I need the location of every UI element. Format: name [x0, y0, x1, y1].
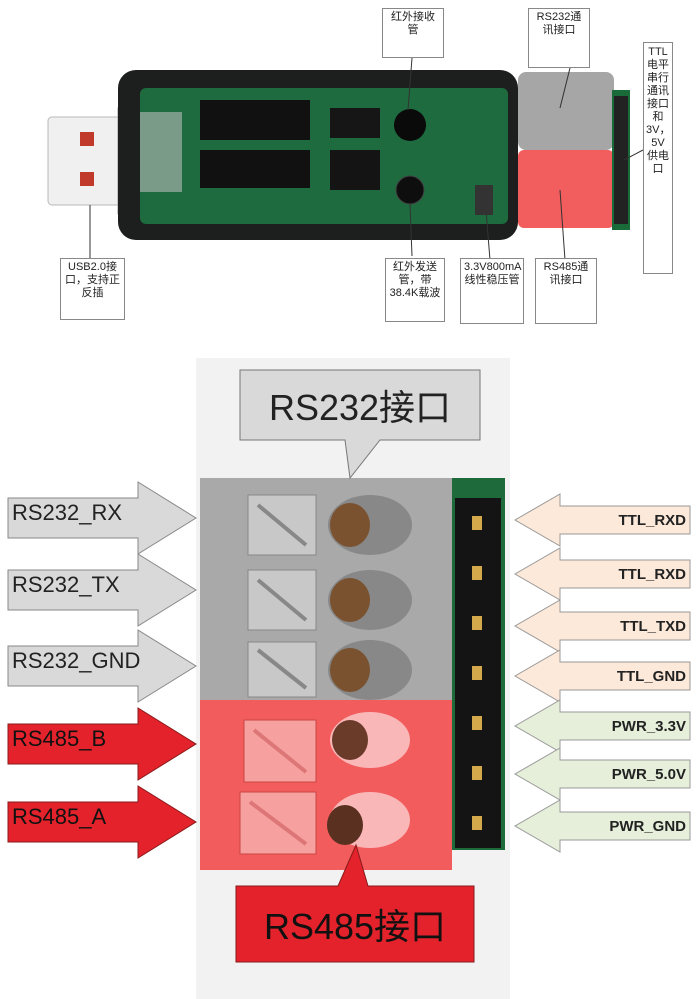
right-label-ttl-rxd-2: TTL_RXD: [618, 566, 687, 583]
rs485-terminal-block: [200, 700, 452, 870]
callout-lines: [89, 57, 644, 261]
ttl-port-label: TTL电平串行通讯接口和3V，5V供电口: [646, 46, 671, 175]
rs232-heading: RS232接口: [268, 387, 452, 428]
ttl-port-callout: TTL电平串行通讯接口和3V，5V供电口: [643, 42, 673, 274]
rs232-heading-bubble: [239, 369, 481, 480]
ir-transmitter-callout: 红外发送管，带38.4K载波: [385, 258, 445, 322]
regulator-callout: 3.3V800mA线性稳压管: [460, 258, 524, 324]
left-label-rs232-gnd: RS232_GND: [12, 648, 141, 673]
rs232-port-callout: RS232通讯接口: [528, 8, 590, 68]
left-label-rs232-rx: RS232_RX: [12, 500, 123, 525]
terminal-detail: [7, 358, 691, 999]
rs485-heading-bubble: [235, 843, 475, 963]
ir-receiver-callout: 红外接收管: [382, 8, 444, 58]
ir-receiver-label: 红外接收管: [391, 11, 435, 36]
left-arrows: [7, 481, 197, 859]
header-pins: [455, 498, 501, 848]
right-label-pwr-5v0: PWR_5.0V: [611, 766, 686, 783]
left-label-rs232-tx: RS232_TX: [12, 572, 120, 597]
regulator-label: 3.3V800mA线性稳压管: [464, 261, 522, 286]
usb-label: USB2.0接口，支持正反插: [65, 261, 120, 299]
rs485-heading: RS485接口: [263, 906, 447, 947]
ir-transmitter-label: 红外发送管，带38.4K载波: [389, 261, 441, 299]
right-label-pwr-gnd: PWR_GND: [609, 818, 686, 835]
usb-callout: USB2.0接口，支持正反插: [60, 258, 125, 320]
right-label-ttl-rxd-1: TTL_RXD: [618, 512, 687, 529]
right-label-ttl-txd: TTL_TXD: [620, 618, 686, 635]
gray-levers: [247, 494, 317, 698]
rs485-port-callout: RS485通讯接口: [535, 258, 597, 324]
wire-holes: [327, 495, 412, 848]
rs485-port-label: RS485通讯接口: [543, 261, 589, 286]
right-label-ttl-gnd: TTL_GND: [616, 668, 686, 685]
rs232-terminal-block: [200, 478, 452, 700]
device-photo: [47, 57, 644, 261]
red-levers: [239, 719, 317, 855]
right-label-pwr-3v3: PWR_3.3V: [611, 718, 686, 735]
left-label-rs485-b: RS485_B: [12, 726, 107, 751]
device-body: [118, 70, 518, 240]
right-arrows: [514, 493, 691, 853]
left-label-rs485-a: RS485_A: [12, 804, 107, 829]
rs232-port-label: RS232通讯接口: [536, 11, 582, 36]
terminal-block-top: [518, 72, 630, 230]
